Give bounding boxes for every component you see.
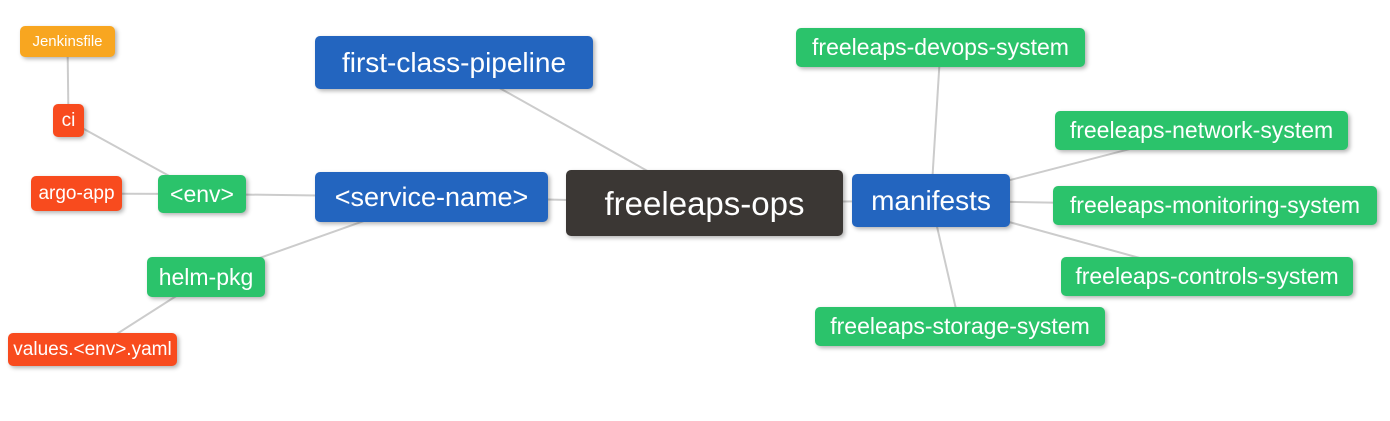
- node-service-name[interactable]: <service-name>: [315, 172, 548, 222]
- node-devops-system[interactable]: freeleaps-devops-system: [796, 28, 1085, 67]
- node-freeleaps-ops[interactable]: freeleaps-ops: [566, 170, 843, 236]
- node-helm-pkg[interactable]: helm-pkg: [147, 257, 265, 297]
- node-controls-system[interactable]: freeleaps-controls-system: [1061, 257, 1353, 296]
- node-ci[interactable]: ci: [53, 104, 84, 137]
- node-argo-app[interactable]: argo-app: [31, 176, 122, 211]
- node-storage-system[interactable]: freeleaps-storage-system: [815, 307, 1105, 346]
- node-jenkinsfile[interactable]: Jenkinsfile: [20, 26, 115, 57]
- node-monitoring-system[interactable]: freeleaps-monitoring-system: [1053, 186, 1377, 225]
- node-first-class-pipeline[interactable]: first-class-pipeline: [315, 36, 593, 89]
- node-values-env-yaml[interactable]: values.<env>.yaml: [8, 333, 177, 366]
- node-network-system[interactable]: freeleaps-network-system: [1055, 111, 1348, 150]
- node-env[interactable]: <env>: [158, 175, 246, 213]
- node-manifests[interactable]: manifests: [852, 174, 1010, 227]
